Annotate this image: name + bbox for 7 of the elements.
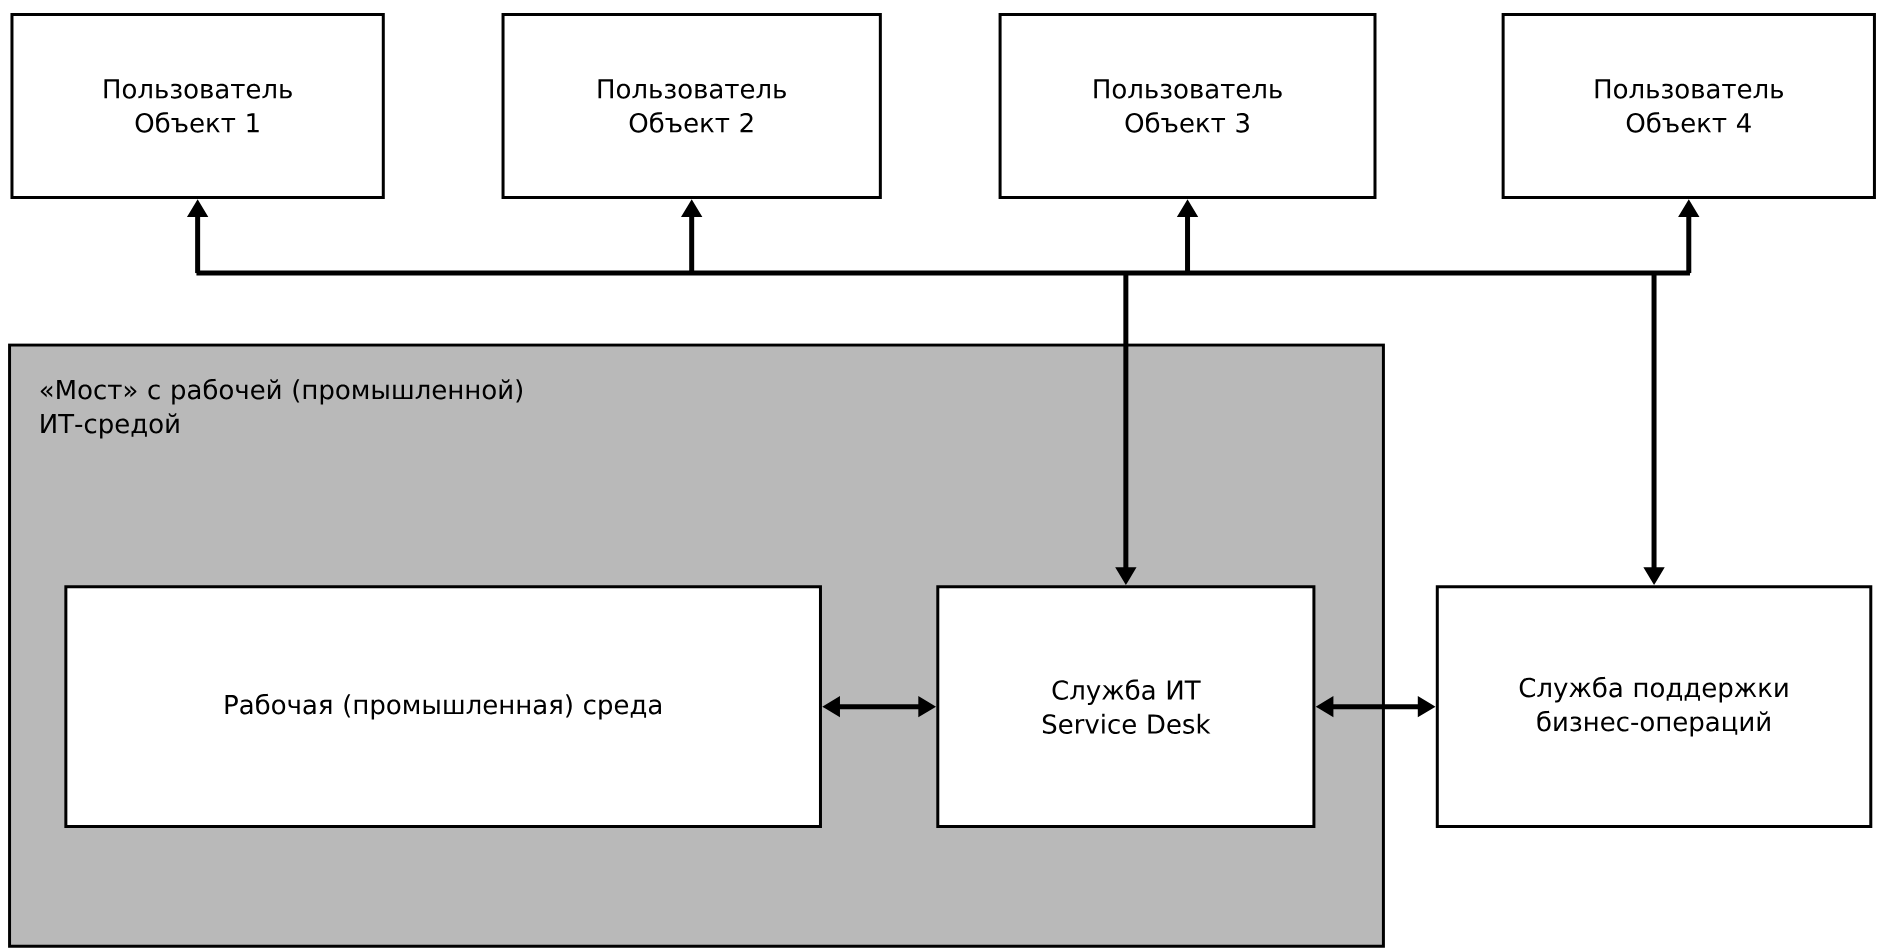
process-box: Пользователь Объект 4 [1501,13,1876,200]
process-box: Служба поддержки бизнес-операций [1435,585,1873,829]
process-box: Пользователь Объект 1 [10,13,385,200]
process-box: Пользователь Объект 2 [501,13,882,200]
process-box: Пользователь Объект 3 [998,13,1377,200]
process-box: Рабочая (промышленная) среда [64,585,822,829]
process-box: Служба ИТ Service Desk [936,585,1316,829]
